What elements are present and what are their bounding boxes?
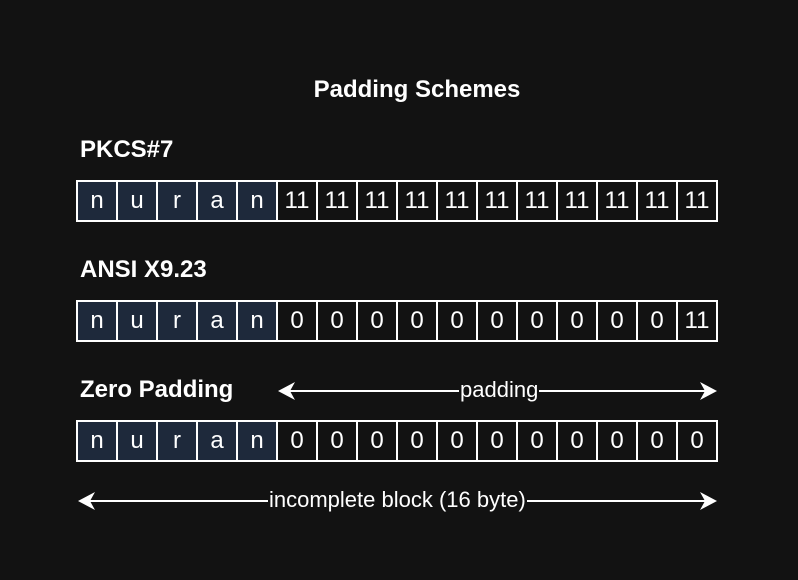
padding-byte-cell: 0 [558,302,598,340]
data-byte-cell: u [118,422,158,460]
padding-byte-cell: 0 [358,422,398,460]
data-byte-cell: n [238,182,278,220]
data-byte-cell: n [78,302,118,340]
padding-byte-cell: 11 [358,182,398,220]
padding-byte-cell: 0 [438,302,478,340]
padding-byte-cell: 0 [638,422,678,460]
padding-byte-cell: 0 [558,422,598,460]
padding-byte-cell: 0 [598,422,638,460]
padding-byte-cell: 11 [398,182,438,220]
padding-byte-cell: 0 [398,422,438,460]
padding-byte-cell: 11 [518,182,558,220]
padding-byte-cell: 0 [318,302,358,340]
padding-byte-cell: 11 [598,182,638,220]
data-byte-cell: n [78,182,118,220]
data-byte-cell: n [238,422,278,460]
padding-byte-cell: 11 [558,182,598,220]
padding-byte-cell: 0 [278,422,318,460]
padding-byte-cell: 0 [678,422,716,460]
block-label: incomplete block (16 byte) [268,487,527,513]
padding-byte-cell: 11 [278,182,318,220]
padding-byte-cell: 11 [478,182,518,220]
data-byte-cell: r [158,302,198,340]
data-byte-cell: r [158,182,198,220]
padding-byte-cell: 11 [638,182,678,220]
data-byte-cell: u [118,182,158,220]
padding-byte-cell: 11 [318,182,358,220]
padding-byte-cell: 11 [678,302,716,340]
data-byte-cell: n [238,302,278,340]
padding-byte-cell: 0 [478,422,518,460]
padding-byte-cell: 0 [318,422,358,460]
padding-byte-cell: 0 [438,422,478,460]
padding-byte-cell: 0 [398,302,438,340]
block-arrow: incomplete block (16 byte) [78,487,718,513]
zero-padding-label: Zero Padding [80,376,234,403]
padding-arrow: padding [278,377,718,403]
data-byte-cell: n [78,422,118,460]
padding-byte-cell: 0 [478,302,518,340]
padding-byte-cell: 11 [438,182,478,220]
diagram-title: Padding Schemes [313,76,521,103]
data-byte-cell: r [158,422,198,460]
padding-byte-cell: 0 [518,422,558,460]
pkcs7-label: PKCS#7 [80,136,174,163]
data-byte-cell: a [198,422,238,460]
data-byte-cell: u [118,302,158,340]
padding-byte-cell: 11 [678,182,716,220]
data-byte-cell: a [198,182,238,220]
data-byte-cell: a [198,302,238,340]
padding-byte-cell: 0 [278,302,318,340]
ansi-x923-label: ANSI X9.23 [80,256,207,283]
padding-byte-cell: 0 [638,302,678,340]
padding-byte-cell: 0 [598,302,638,340]
padding-label: padding [459,377,540,403]
padding-byte-cell: 0 [518,302,558,340]
padding-byte-cell: 0 [358,302,398,340]
